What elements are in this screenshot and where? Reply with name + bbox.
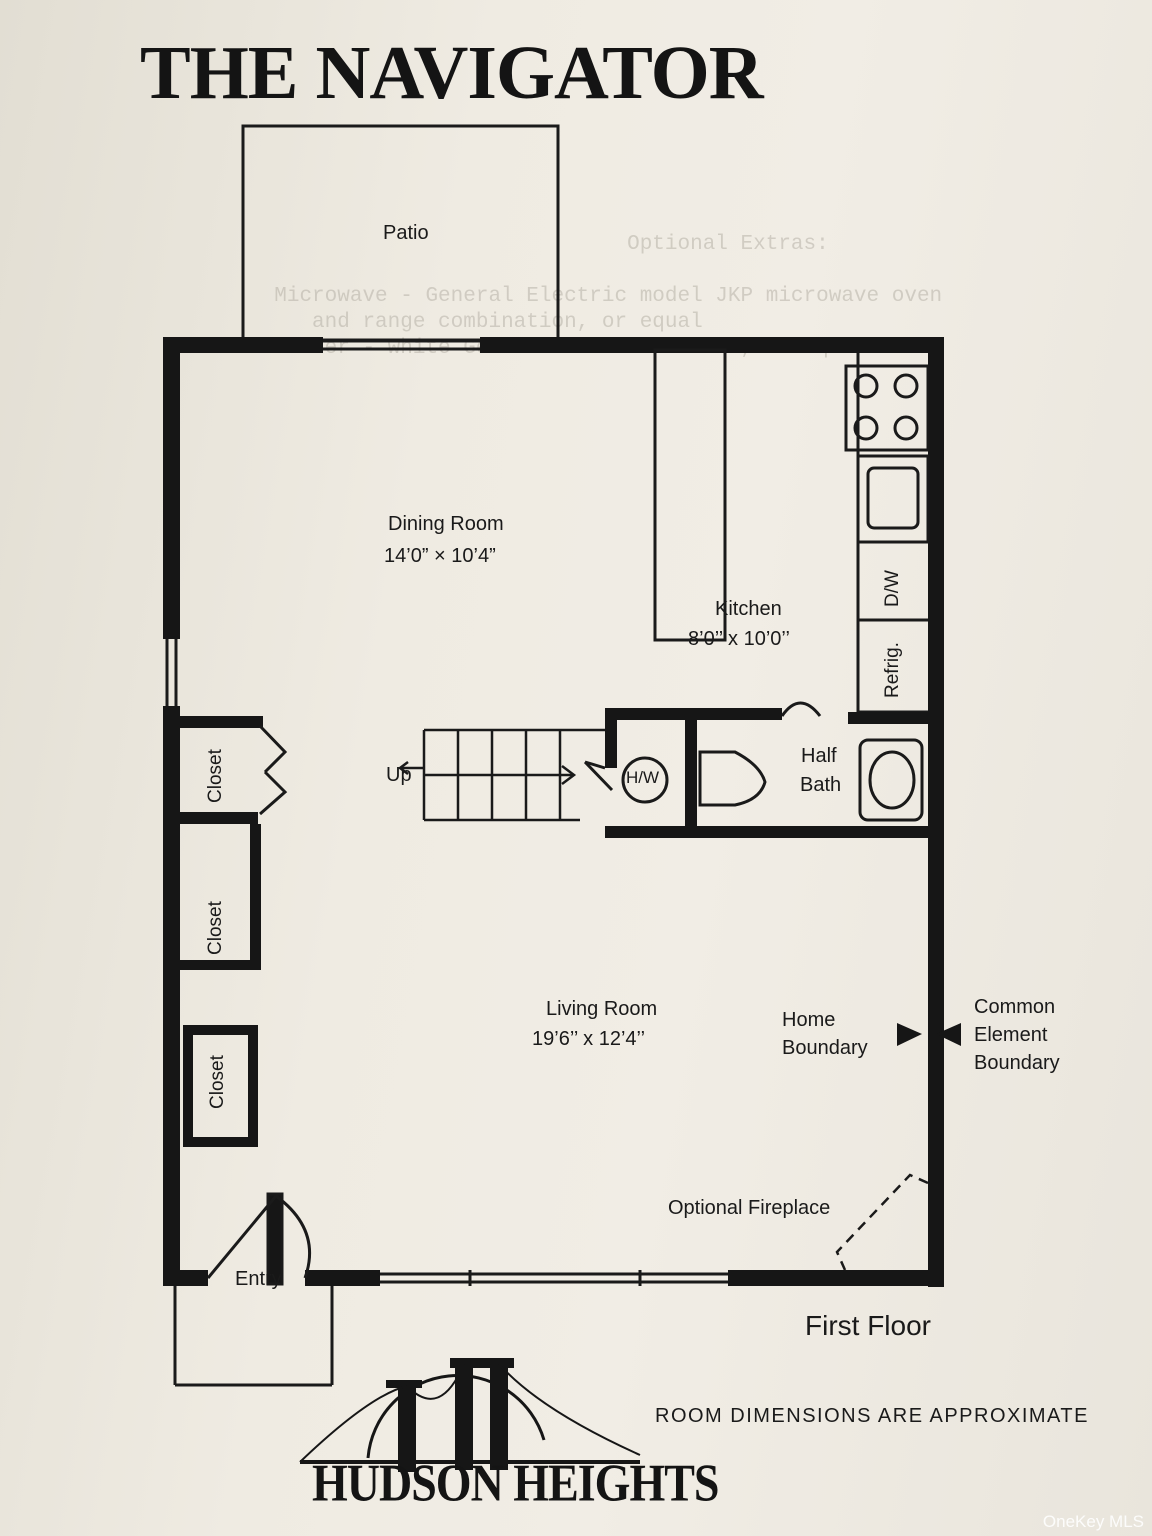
half-bath-label-2: Bath	[800, 774, 842, 796]
dishwasher-label: D/W	[882, 570, 903, 607]
entry-door	[206, 1192, 312, 1286]
home-boundary-label-2: Boundary	[782, 1037, 868, 1059]
half-bath-fixtures	[583, 701, 924, 822]
half-bath-label-1: Half	[801, 745, 837, 767]
hudson-heights-logo	[299, 1358, 641, 1472]
half-bath-walls	[605, 708, 928, 838]
water-heater-label: H/W	[626, 768, 660, 787]
front-windows	[380, 1270, 728, 1286]
mls-watermark: OneKey MLS	[1042, 1512, 1144, 1531]
patio-label: Patio	[383, 222, 429, 244]
living-room-dimensions: 19’6’’ x 12’4’’	[532, 1028, 646, 1050]
kitchen-appliance-strip	[844, 353, 930, 714]
dining-room-dimensions: 14’0” × 10’4”	[384, 545, 496, 567]
floor-level-label: First Floor	[805, 1310, 931, 1341]
hudson-heights-logo-text: HUDSON HEIGHTS	[312, 1453, 719, 1512]
optional-fireplace-outline	[835, 1173, 929, 1271]
closet-middle-label: Closet	[205, 901, 226, 955]
patio-sliding-door	[323, 339, 480, 351]
closet-lower-label: Closet	[207, 1055, 228, 1109]
stairs-up-label: Up	[386, 764, 412, 786]
dimensions-disclaimer: ROOM DIMENSIONS ARE APPROXIMATE	[655, 1405, 1089, 1427]
dining-room-name: Dining Room	[388, 513, 504, 535]
home-boundary-arrow	[897, 1023, 922, 1046]
entry-label: Entry	[235, 1268, 282, 1290]
exterior-walls	[163, 337, 944, 1287]
common-boundary-label-1: Common	[974, 996, 1056, 1018]
living-room-name: Living Room	[546, 998, 658, 1020]
side-window	[165, 639, 178, 706]
closet-upper-bifold-door	[258, 724, 288, 816]
common-boundary-label-3: Boundary	[974, 1052, 1060, 1074]
staircase	[397, 728, 605, 822]
refrigerator-label: Refrig.	[882, 642, 903, 698]
closet-lower	[183, 1025, 258, 1147]
kitchen-counter	[653, 348, 727, 642]
home-boundary-label-1: Home	[782, 1009, 836, 1031]
optional-fireplace-label: Optional Fireplace	[668, 1197, 831, 1219]
closet-middle	[163, 824, 261, 970]
kitchen-name: Kitchen	[715, 598, 782, 620]
kitchen-dimensions: 8’0’’ x 10’0’’	[688, 628, 790, 650]
closet-upper-label: Closet	[205, 749, 226, 803]
closet-upper-walls	[163, 716, 263, 824]
common-boundary-label-2: Element	[974, 1024, 1048, 1046]
entry-stoop	[173, 1286, 334, 1387]
common-boundary-arrow	[936, 1023, 961, 1046]
plan-title: THE NAVIGATOR	[140, 31, 764, 115]
